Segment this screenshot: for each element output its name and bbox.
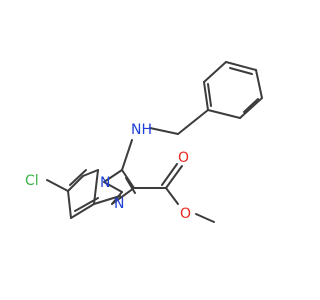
chlorine-label: Cl xyxy=(25,173,39,189)
bond xyxy=(121,139,133,171)
bond xyxy=(67,175,84,192)
bond xyxy=(149,127,179,135)
carbonyl-oxygen-label: O xyxy=(178,150,189,166)
ring-nitrogen-label: N xyxy=(100,175,110,191)
bond xyxy=(103,181,123,193)
bond xyxy=(165,187,179,205)
bond xyxy=(255,69,263,99)
bond xyxy=(207,109,241,119)
bond xyxy=(203,81,209,111)
imine-nitrogen-label: N xyxy=(114,196,124,212)
atom-labels: Cl N N NH O O xyxy=(25,122,191,222)
bond xyxy=(207,83,212,107)
bond xyxy=(177,109,209,135)
bond xyxy=(239,97,263,119)
bond xyxy=(225,61,257,71)
bond xyxy=(93,195,121,205)
bond xyxy=(111,191,123,205)
bond xyxy=(125,177,136,194)
bond xyxy=(229,67,253,75)
bond xyxy=(103,169,123,183)
bond xyxy=(111,187,135,205)
bond xyxy=(195,213,215,223)
bond xyxy=(121,169,135,189)
bond xyxy=(67,190,72,219)
bond xyxy=(70,203,95,219)
amine-label: NH xyxy=(131,122,152,138)
bond xyxy=(243,98,259,113)
bond xyxy=(93,169,99,205)
bonds xyxy=(46,61,263,223)
molecule-drawing: Cl N N NH O O xyxy=(25,61,263,223)
bond xyxy=(69,169,87,186)
bond xyxy=(203,61,227,83)
bond xyxy=(161,163,178,186)
bond xyxy=(74,197,99,212)
bond xyxy=(82,169,99,177)
molecule-structure: Cl N N NH O O xyxy=(25,61,263,223)
ester-oxygen-label: O xyxy=(180,206,191,222)
bond xyxy=(46,179,69,192)
bond xyxy=(165,165,183,189)
